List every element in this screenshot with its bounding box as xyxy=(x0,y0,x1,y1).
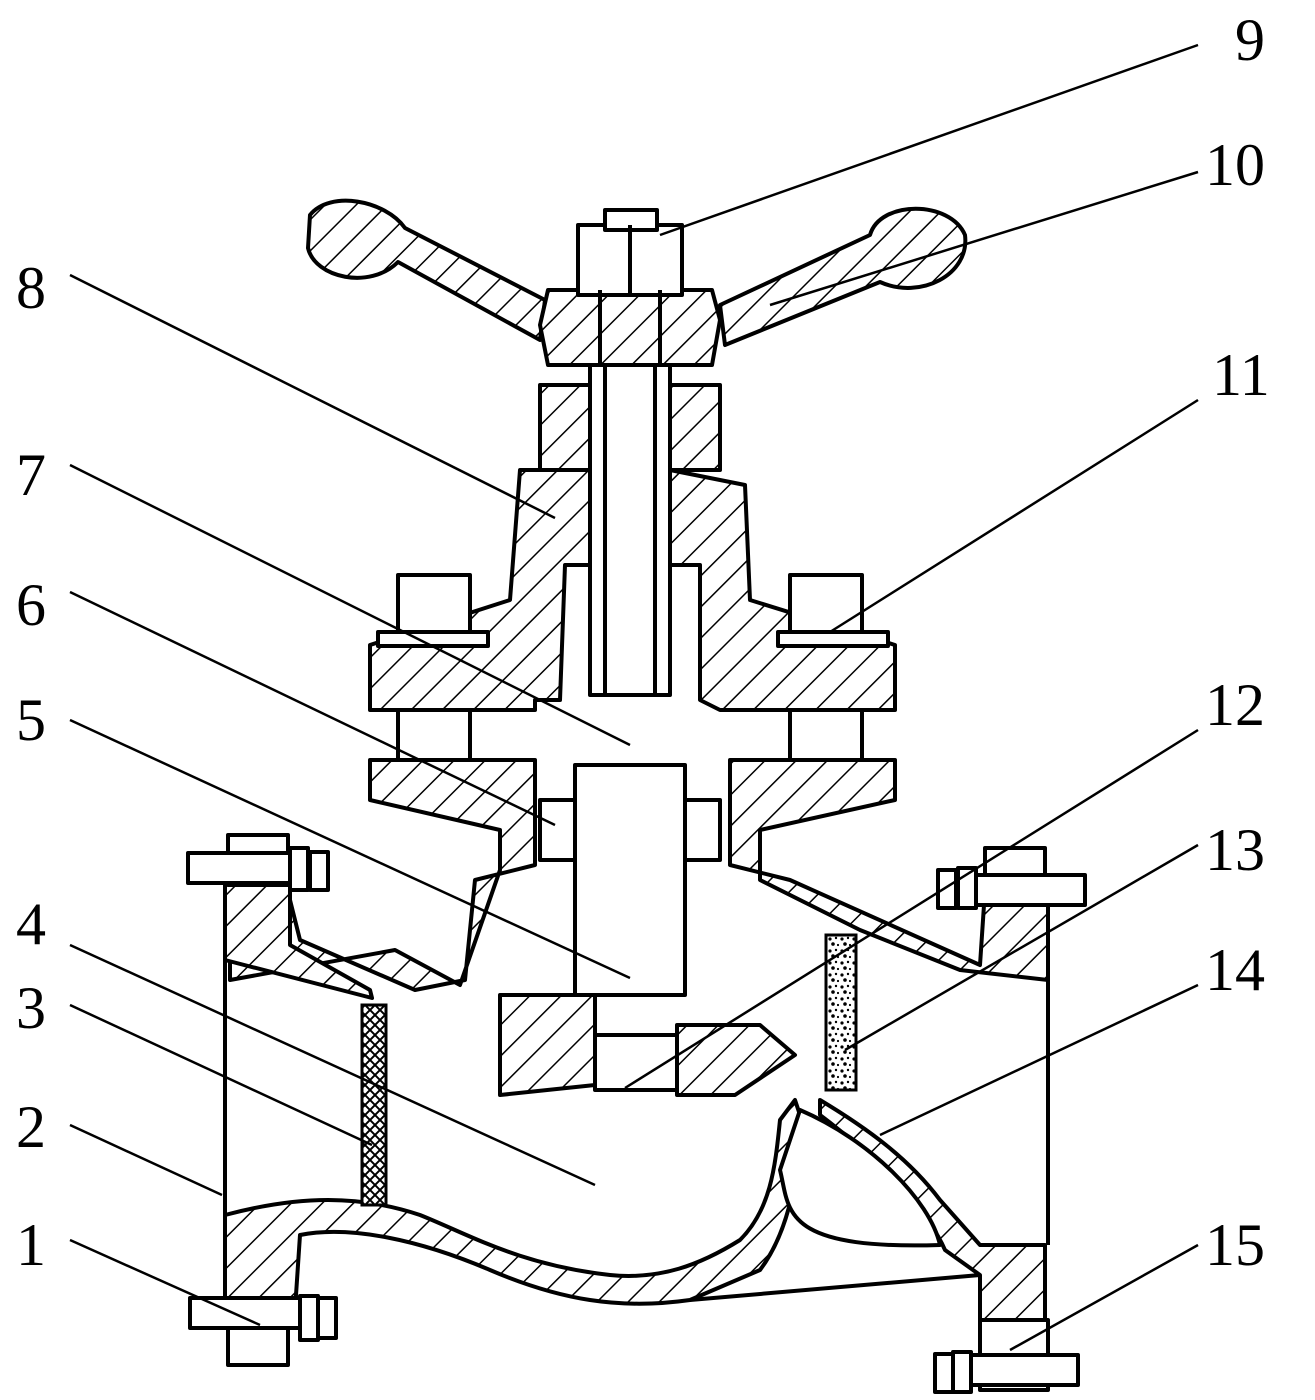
label-9: 9 xyxy=(1235,7,1265,73)
valve-body xyxy=(223,878,1050,1322)
flange-bolt-bottom-right xyxy=(933,1318,1080,1394)
label-2: 2 xyxy=(16,1094,46,1160)
label-5: 5 xyxy=(16,687,46,753)
leader-10 xyxy=(769,170,1199,307)
label-12: 12 xyxy=(1205,672,1265,738)
seal-ring-inlet xyxy=(360,1003,388,1207)
flange-bolt-top-left xyxy=(186,833,330,892)
leader-8 xyxy=(69,273,556,520)
seal-ring-outlet xyxy=(824,933,858,1092)
leader-6 xyxy=(69,590,556,827)
body-upper-flange xyxy=(228,758,1050,997)
leader-5 xyxy=(69,718,631,980)
label-8: 8 xyxy=(16,255,46,321)
leader-14 xyxy=(879,983,1199,1137)
label-4: 4 xyxy=(16,891,46,957)
label-14: 14 xyxy=(1205,937,1265,1003)
label-1: 1 xyxy=(16,1212,46,1278)
flange-bolt-bottom-left xyxy=(188,1294,338,1367)
leader-7 xyxy=(69,463,631,747)
leader-3 xyxy=(69,1003,373,1147)
label-11: 11 xyxy=(1212,342,1270,408)
label-13: 13 xyxy=(1205,817,1265,883)
label-6: 6 xyxy=(16,572,46,638)
leader-1 xyxy=(69,1238,261,1327)
leader-12 xyxy=(624,728,1199,1090)
valve-disc xyxy=(498,993,797,1097)
leader-9 xyxy=(659,43,1199,237)
label-7: 7 xyxy=(16,442,46,508)
callout-labels: 1 2 3 4 5 6 7 8 9 10 11 12 13 14 15 xyxy=(16,7,1270,1278)
valve-stem xyxy=(588,363,672,697)
leader-13 xyxy=(844,843,1199,1052)
leader-15 xyxy=(1009,1243,1199,1352)
leader-lines xyxy=(69,43,1199,1352)
label-3: 3 xyxy=(16,975,46,1041)
label-10: 10 xyxy=(1205,132,1265,198)
leader-2 xyxy=(69,1123,223,1197)
label-15: 15 xyxy=(1205,1212,1265,1278)
leader-11 xyxy=(829,398,1199,634)
leader-4 xyxy=(69,943,596,1187)
handwheel xyxy=(306,198,968,367)
bonnet xyxy=(368,383,897,712)
